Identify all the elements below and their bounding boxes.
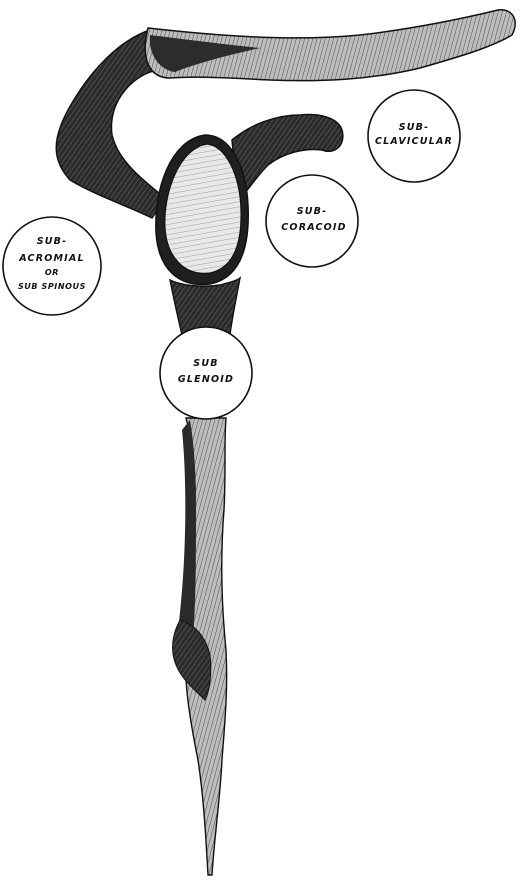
sub-clavicular-label-1: SUB- bbox=[399, 122, 430, 133]
sub-acromial-label-3: OR bbox=[45, 268, 59, 277]
sub-acromial-label-4: SUB SPINOUS bbox=[18, 282, 86, 291]
sub-clavicular-marker: SUB- CLAVICULAR bbox=[368, 90, 460, 182]
sub-acromial-label-1: SUB- bbox=[37, 236, 68, 247]
sub-glenoid-label-2: GLENOID bbox=[178, 374, 234, 385]
sub-coracoid-label-1: SUB- bbox=[297, 206, 328, 217]
sub-acromial-marker: SUB- ACROMIAL OR SUB SPINOUS bbox=[3, 217, 101, 315]
sub-coracoid-marker: SUB- CORACOID bbox=[266, 175, 358, 267]
sub-glenoid-label-1: SUB bbox=[193, 358, 218, 369]
sub-acromial-label-2: ACROMIAL bbox=[18, 253, 84, 264]
sub-glenoid-marker: SUB GLENOID bbox=[160, 327, 252, 419]
sub-coracoid-label-2: CORACOID bbox=[281, 222, 347, 233]
sub-clavicular-label-2: CLAVICULAR bbox=[375, 136, 453, 147]
